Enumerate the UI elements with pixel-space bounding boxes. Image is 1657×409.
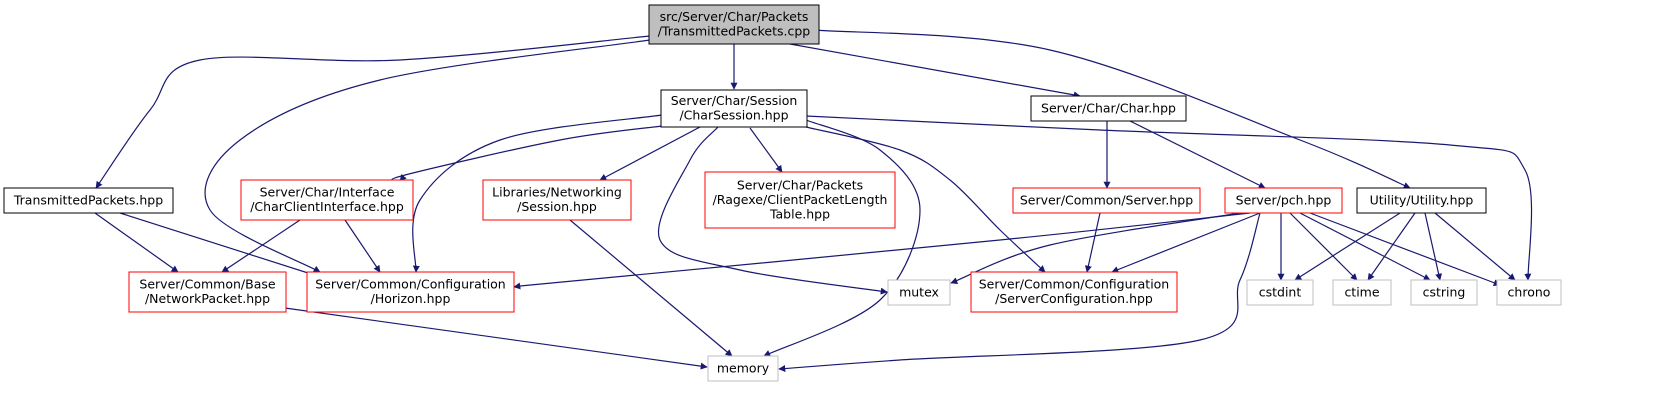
node-label-utility-line-0: Utility/Utility.hpp (1370, 192, 1474, 207)
node-box-mutex (887, 279, 951, 306)
node-box-cstdint (1246, 279, 1314, 306)
edge-root-to-horizon (204, 39, 651, 273)
node-label-transmitted-line-0: TransmittedPackets.hpp (13, 192, 163, 207)
node-memory: memory (707, 355, 779, 382)
node-label-pch-line-0: Server/pch.hpp (1236, 192, 1332, 207)
node-box-chrono (1496, 279, 1562, 306)
node-root[interactable]: src/Server/Char/Packets/TransmittedPacke… (648, 4, 820, 45)
node-label-ragexe-line-0: Server/Char/Packets (737, 177, 863, 192)
node-label-netpacket-line-0: Server/Common/Base (139, 277, 275, 292)
node-charhpp[interactable]: Server/Char/Char.hpp (1030, 95, 1187, 122)
edge-root-to-transmitted (95, 35, 651, 189)
edge-root-to-charhpp (789, 43, 1081, 99)
edge-pch-to-serverconfig (1111, 212, 1261, 273)
node-label-serverconfig-line-1: /ServerConfiguration.hpp (995, 291, 1153, 306)
node-commonserver[interactable]: Server/Common/Server.hpp (1012, 187, 1201, 214)
edge-utility-to-cstring (1424, 212, 1443, 281)
edge-charsession-to-horizon (412, 114, 663, 273)
node-label-memory-line-0: memory (717, 360, 770, 375)
node-label-charclient-line-0: Server/Char/Interface (260, 185, 395, 200)
node-libsession[interactable]: Libraries/Networking/Session.hpp (482, 179, 632, 221)
edge-utility-to-ctime (1367, 212, 1416, 281)
node-pch[interactable]: Server/pch.hpp (1224, 187, 1343, 214)
node-label-charsession-line-1: /CharSession.hpp (679, 108, 788, 123)
node-label-cstdint-line-0: cstdint (1259, 284, 1302, 299)
edge-root-to-utility (814, 29, 1411, 189)
node-box-commonserver (1012, 187, 1201, 214)
node-charclient[interactable]: Server/Char/Interface/CharClientInterfac… (240, 179, 414, 221)
node-transmitted[interactable]: TransmittedPackets.hpp (3, 187, 174, 214)
node-label-charhpp-line-0: Server/Char/Char.hpp (1041, 100, 1176, 115)
node-label-ragexe-line-1: /Ragexe/ClientPacketLength (713, 192, 888, 207)
node-label-horizon-line-1: /Horizon.hpp (371, 291, 451, 306)
node-label-root-line-0: src/Server/Char/Packets (660, 9, 809, 24)
node-box-memory (707, 355, 779, 382)
node-label-commonserver-line-0: Server/Common/Server.hpp (1020, 192, 1193, 207)
edge-transmitted-to-horizon (119, 212, 331, 282)
node-box-serverconfig (970, 271, 1178, 313)
node-box-libsession (482, 179, 632, 221)
node-utility[interactable]: Utility/Utility.hpp (1356, 187, 1487, 214)
edge-pch-to-ctime (1289, 212, 1358, 281)
node-box-ragexe (704, 171, 896, 229)
node-box-transmitted (3, 187, 174, 214)
node-serverconfig[interactable]: Server/Common/Configuration/ServerConfig… (970, 271, 1178, 313)
file-nodes: src/Server/Char/Packets/TransmittedPacke… (3, 4, 1562, 382)
edge-pch-to-cstring (1299, 212, 1431, 281)
node-label-ragexe-line-2: Table.hpp (769, 206, 830, 221)
edge-utility-to-chrono (1434, 212, 1516, 281)
node-label-netpacket-line-1: /NetworkPacket.hpp (145, 291, 270, 306)
edge-commonserver-to-serverconfig (1084, 212, 1101, 273)
edge-charsession-to-mutex (657, 126, 888, 295)
node-label-root-line-1: /TransmittedPackets.cpp (658, 24, 811, 39)
node-charsession[interactable]: Server/Char/Session/CharSession.hpp (660, 89, 808, 128)
node-box-charsession (660, 89, 808, 128)
node-label-serverconfig-line-0: Server/Common/Configuration (979, 277, 1170, 292)
edge-pch-to-memory (778, 212, 1261, 373)
node-box-cstring (1410, 279, 1478, 306)
node-chrono: chrono (1496, 279, 1562, 306)
edge-charsession-to-memory (763, 119, 921, 357)
edge-pch-to-chrono (1309, 212, 1501, 287)
node-label-ctime-line-0: ctime (1344, 284, 1379, 299)
node-label-cstring-line-0: cstring (1423, 284, 1466, 299)
node-box-netpacket (128, 271, 287, 313)
node-label-horizon-line-0: Server/Common/Configuration (315, 277, 506, 292)
edge-charsession-to-charclient (391, 125, 663, 182)
edge-charclient-to-netpacket (221, 219, 301, 273)
node-netpacket[interactable]: Server/Common/Base/NetworkPacket.hpp (128, 271, 287, 313)
edge-charclient-to-horizon (344, 219, 381, 273)
node-label-charsession-line-0: Server/Char/Session (671, 93, 798, 108)
node-ragexe[interactable]: Server/Char/Packets/Ragexe/ClientPacketL… (704, 171, 896, 229)
node-box-utility (1356, 187, 1487, 214)
node-mutex: mutex (887, 279, 951, 306)
node-label-mutex-line-0: mutex (899, 284, 939, 299)
edge-charsession-to-libsession (599, 126, 701, 181)
edge-libsession-to-memory (569, 219, 733, 357)
edge-transmitted-to-netpacket (94, 212, 179, 273)
node-box-pch (1224, 187, 1343, 214)
edge-utility-to-cstdint (1294, 212, 1401, 281)
node-cstring: cstring (1410, 279, 1478, 306)
edge-charhpp-to-pch (1129, 120, 1266, 189)
node-box-horizon (306, 271, 515, 313)
node-box-root (648, 4, 820, 45)
node-ctime: ctime (1332, 279, 1392, 306)
node-box-ctime (1332, 279, 1392, 306)
edge-charsession-to-ragexe (749, 127, 783, 173)
node-cstdint: cstdint (1246, 279, 1314, 306)
node-label-libsession-line-0: Libraries/Networking (492, 185, 622, 200)
node-box-charclient (240, 179, 414, 221)
node-box-charhpp (1030, 95, 1187, 122)
node-label-libsession-line-1: /Session.hpp (517, 199, 597, 214)
edge-netpacket-to-memory (284, 307, 708, 370)
node-label-charclient-line-1: /CharClientInterface.hpp (250, 199, 404, 214)
node-label-chrono-line-0: chrono (1508, 284, 1551, 299)
node-horizon[interactable]: Server/Common/Configuration/Horizon.hpp (306, 271, 515, 313)
edge-charsession-to-chrono (805, 115, 1533, 281)
